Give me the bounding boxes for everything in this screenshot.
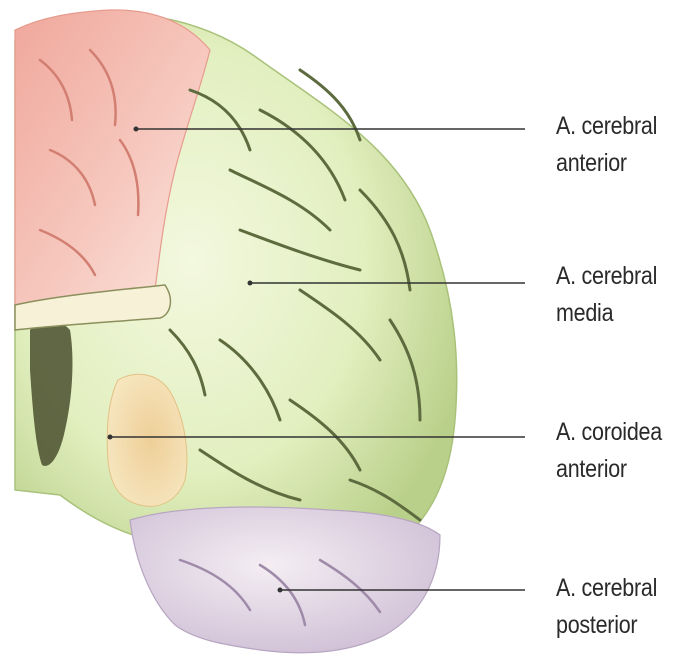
- label-line2: posterior: [556, 607, 670, 644]
- label-line2: anterior: [556, 145, 670, 182]
- label-line1: A. cerebral: [556, 108, 670, 145]
- label-anterior-cerebral-artery: A. cerebral anterior: [556, 108, 670, 182]
- label-middle-cerebral-artery: A. cerebral media: [556, 258, 670, 332]
- label-line1: A. cerebral: [556, 570, 670, 607]
- label-anterior-choroidal-artery: A. coroidea anterior: [556, 414, 670, 488]
- label-line2: media: [556, 295, 670, 332]
- posterior-cerebral-territory: [130, 507, 440, 653]
- label-line2: anterior: [556, 451, 670, 488]
- label-line1: A. coroidea: [556, 414, 670, 451]
- label-posterior-cerebral-artery: A. cerebral posterior: [556, 570, 670, 644]
- label-line1: A. cerebral: [556, 258, 670, 295]
